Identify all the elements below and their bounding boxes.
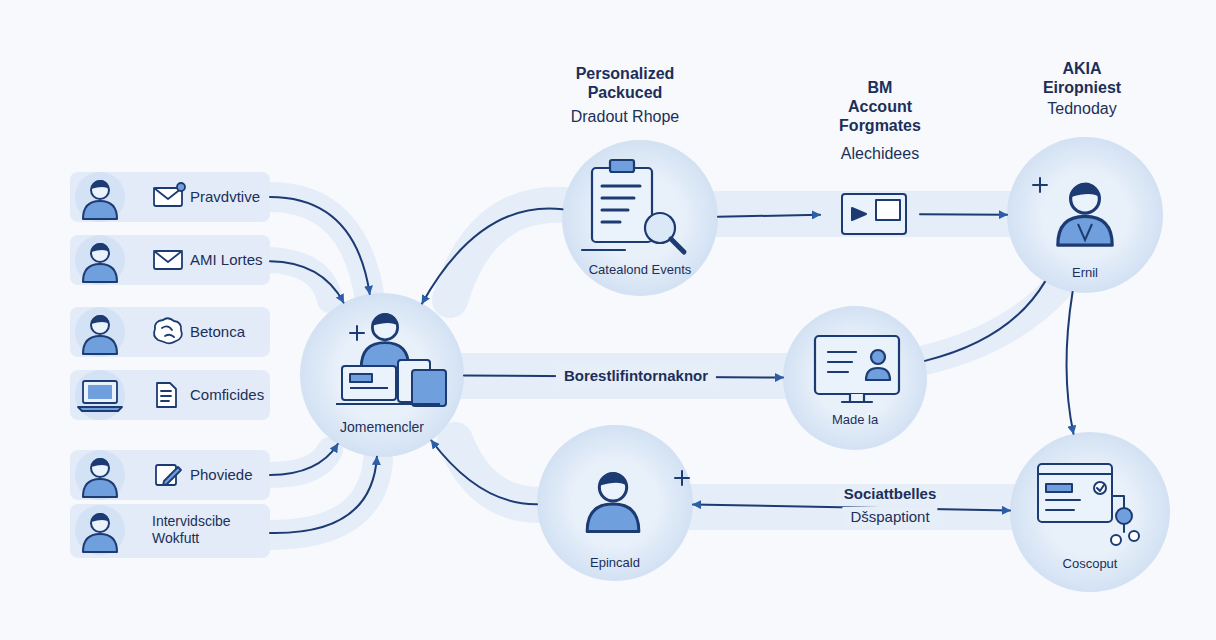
brain-icon [154,318,182,343]
connector-label: Borestlifintornaknor [556,366,716,386]
mail-icon [154,251,182,269]
node-label: Pravdvtive [190,188,270,206]
node-label: Alechidees [825,144,935,163]
laptop-icon [78,381,122,411]
node-label: Ernil [1007,265,1163,281]
flow-connector [270,197,370,294]
avatar-backdrop [75,370,125,420]
node-label: Comficides [190,386,270,404]
person-icon [83,458,117,497]
node-label: Catealond Events [562,262,718,278]
flow-connector [718,215,820,217]
flow-band [270,197,370,300]
avatar-backdrop [75,172,125,222]
flow-connector [270,444,338,475]
avatar-backdrop [75,235,125,285]
node-heading: Personalized Packuced [555,64,695,102]
annotation-text: Dšspaptiont [842,507,937,527]
monitor-icon [815,336,899,402]
flow-connector [422,209,562,304]
edit-icon [156,465,181,485]
node-label: Tednoday [1022,99,1142,118]
flow-band [455,440,540,505]
node-heading: BM Account Forgmates [835,78,925,136]
flow-connector [270,261,344,302]
flow-connector [920,213,1007,215]
node-label: Coscoput [1010,556,1170,572]
person-icon [83,243,117,282]
node-label: Jomemencler [300,419,464,436]
plus-mark [350,326,364,340]
person-icon [83,315,117,354]
document-icon [157,383,176,407]
person-icon [587,472,639,531]
person-icon [83,180,117,219]
node-label: Betonca [190,323,270,341]
plus-mark [1033,178,1047,192]
node-label: AMI Lortes [190,251,270,269]
node-heading: AKIA Eiropniest [1022,59,1142,97]
flow-band [450,205,565,300]
device-icon [842,194,906,234]
circle-shape [537,425,693,581]
circle-shape [1007,137,1163,293]
circle-shape [783,306,927,450]
person-icon [83,513,117,552]
flow-band [270,460,378,535]
dashboard-icon [1038,464,1139,545]
avatar-backdrop [75,307,125,357]
flow-connector [925,282,1045,361]
node-label: Dradout Rhope [550,107,700,126]
executive-icon [1058,183,1112,246]
flow-connector [1067,292,1074,434]
node-label: Phoviede [190,466,270,484]
node-label: Intervidscibe Wokfutt [152,513,262,547]
circle-shape [1010,432,1170,592]
avatar-backdrop [75,450,125,500]
plus-mark [675,471,689,485]
mail-icon [154,183,185,206]
avatar-backdrop [75,505,125,555]
flow-band [925,285,1060,360]
person-icon [1058,183,1112,246]
circle-shape [562,140,718,296]
circle-shape [300,293,464,457]
flow-connector [270,457,377,533]
node-label: Epincald [537,555,693,571]
flow-connector [431,440,537,504]
node-label: Made la [783,412,927,428]
connector-label: Sociattbelles [836,484,945,504]
computer-icon [336,360,446,406]
clipboard-icon [582,160,684,252]
